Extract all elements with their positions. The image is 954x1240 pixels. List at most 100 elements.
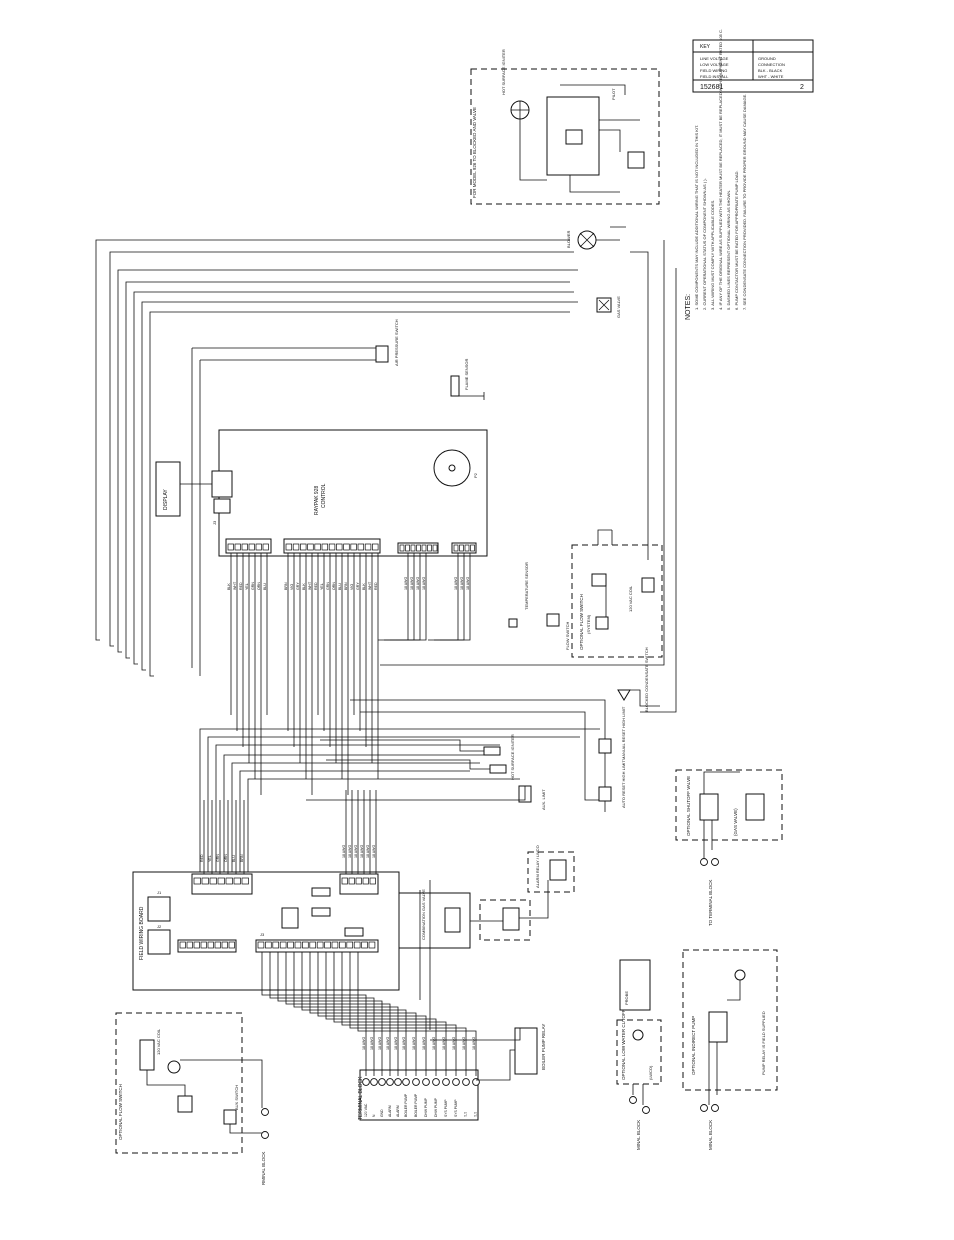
wire-color-label: BRN <box>284 582 288 590</box>
control-connector-pin <box>427 544 432 552</box>
fieldboard-connector-pin <box>179 941 186 949</box>
fieldboard-connector-pin <box>257 941 265 949</box>
notes-heading: NOTES: <box>685 294 692 320</box>
note-6: 6. PUMP CONTACTOR MUST BE RATED FOR APPR… <box>734 170 739 310</box>
key-title: KEY <box>700 44 711 50</box>
fieldboard-connector-pin <box>346 941 354 949</box>
wire-color-label: BRN <box>240 854 244 862</box>
left-flow-coil: 120 VAC COIL <box>156 1028 161 1055</box>
notes-panel: NOTES: 1. SOME COMPONENTS MAY INCLUDE AD… <box>685 29 747 320</box>
fieldboard-connector-pin <box>217 877 225 885</box>
wire-gauge-label: 18 AWG <box>466 577 470 590</box>
terminal-feed <box>341 952 457 1076</box>
control-connector-pin <box>350 543 357 551</box>
wire-gauge-label: 18 AWG <box>452 1037 456 1050</box>
outer-loop-wire <box>141 301 578 671</box>
left-flow-block: OPTIONAL FLOW SWITCH 120 VAC COIL AUX SW… <box>115 1012 269 1185</box>
terminal-feed <box>309 952 417 1076</box>
fieldboard-connector-pin <box>294 941 302 949</box>
sensor-wire <box>378 553 409 641</box>
optional-flow-block: OPTIONAL FLOW SWITCH (SYSTEM) 120 VAC CO… <box>508 529 663 658</box>
lwco-probe-label: PROBE <box>624 991 629 1005</box>
terminal-feed <box>261 952 367 1076</box>
terminal-screw <box>402 1078 410 1086</box>
terminal-label: DHW PUMP <box>434 1097 438 1117</box>
fieldboard-connector-pin <box>186 941 193 949</box>
fieldboard-connector-pin <box>221 941 228 949</box>
fieldboard-connector-pin <box>228 941 235 949</box>
fieldboard-connector-pin <box>348 877 355 885</box>
wire-color-label: VIO <box>290 584 294 590</box>
terminal-feed <box>277 952 383 1076</box>
wire-gauge-label: 18 AWG <box>342 845 346 858</box>
terminal-label: ALARM <box>388 1105 392 1117</box>
note-2: 2. CURRENT OPERATIONAL STATUS OF COMPONE… <box>702 178 707 310</box>
note-7: 7. SEE CONDENSATE CONNECTION PROVIDED. F… <box>742 94 747 310</box>
note-1: 1. SOME COMPONENTS MAY INCLUDE ADDITIONA… <box>694 125 699 310</box>
control-connector-pin <box>248 543 255 551</box>
harness-run <box>247 778 520 872</box>
limit-wire-2 <box>360 711 599 801</box>
control-connector-pin <box>241 543 248 551</box>
optional-flow-coil: 120 VAC COIL <box>628 585 633 612</box>
note-3: 3. ALL WIRING MUST COMPLY WITH APPLICABL… <box>710 200 715 310</box>
terminal-screw <box>412 1078 420 1086</box>
wire-color-label: GRN <box>326 582 330 590</box>
gas-valve-label: GAS VALVE <box>616 296 621 318</box>
wire-gauge-label: 18 AWG <box>378 1037 382 1050</box>
control-connector-pin <box>372 543 379 551</box>
top-kit-block: FOR MODEL 926 TO BLOCKED AND VALVE HOT S… <box>470 49 660 205</box>
indirect-title: OPTIONAL INDIRECT PUMP <box>691 1016 696 1075</box>
terminal-label: BOILER PUMP <box>404 1093 408 1117</box>
control-connector-pin <box>307 543 314 551</box>
key-item-low-voltage: LOW VOLTAGE <box>700 62 729 67</box>
fieldboard-connector-pin <box>233 877 241 885</box>
terminal-label: T-T <box>474 1112 478 1117</box>
fieldboard-connector-pin <box>207 941 214 949</box>
wire-gauge-label: 18 AWG <box>348 845 352 858</box>
wire-color-label: WHT <box>233 581 237 590</box>
control-connector-pin <box>464 544 470 552</box>
wire-gauge-label: 18 AWG <box>360 845 364 858</box>
control-title: RAYPAK 928 <box>314 486 320 515</box>
terminal-feed <box>285 952 391 1076</box>
fieldboard-connector-pin <box>265 941 272 949</box>
igniter-wire-1 <box>320 739 484 752</box>
terminal-label: ALARM <box>396 1105 400 1117</box>
wire-gauge-label: 18 AWG <box>370 1037 374 1050</box>
aux-limit-label: AUX. LIMIT <box>541 789 546 810</box>
flow-switch-label: FLOW SWITCH <box>565 621 570 650</box>
shutoff-valve-block: OPTIONAL SHUTOFF VALVE (GAS VALVE) TO TE… <box>675 769 783 926</box>
aux-limit-wire <box>306 786 526 801</box>
terminal-screw <box>370 1078 378 1086</box>
terminal-screw <box>394 1078 402 1086</box>
terminal-block-title: TERMINAL BLOCK <box>358 1076 364 1120</box>
wire-gauge-label: 18 AWG <box>442 1037 446 1050</box>
fieldboard-connector-pin <box>225 877 233 885</box>
wire-color-label: YEL <box>208 855 212 862</box>
wire-color-label: GRY <box>356 582 360 590</box>
harness-run <box>207 736 580 872</box>
control-connector-pin <box>416 544 421 552</box>
fieldboard-connector-pin <box>368 941 376 949</box>
display-label: DISPLAY <box>163 489 169 510</box>
field-board-j1: J1 <box>157 890 162 895</box>
igniter-wire-2 <box>326 759 490 770</box>
indirect-pump-block: OPTIONAL INDIRECT PUMP PUMP RELAY IS FIE… <box>682 949 778 1150</box>
wire-color-label: RED <box>374 582 378 590</box>
wire-color-label: BLK <box>227 583 231 590</box>
key-symbol-black: BLK - BLACK <box>758 68 783 73</box>
control-connector-pin <box>227 543 234 551</box>
field-wiring-board: FIELD WIRING BOARD J1 J2 J3 <box>132 871 400 991</box>
control-connector-pin <box>262 543 269 551</box>
harness-run <box>223 754 490 872</box>
control-connector-pin <box>405 544 410 552</box>
control-connector-pin <box>364 543 372 551</box>
terminal-label: SYS PUMP <box>444 1099 448 1117</box>
boiler-pump-relay-label: BOILER PUMP RELAY <box>541 1024 546 1070</box>
wire-color-label: GRN <box>251 582 255 590</box>
alarm-relay-label: ALARM RELAY / LWCO <box>535 845 540 888</box>
fieldboard-connector-pin <box>353 941 361 949</box>
